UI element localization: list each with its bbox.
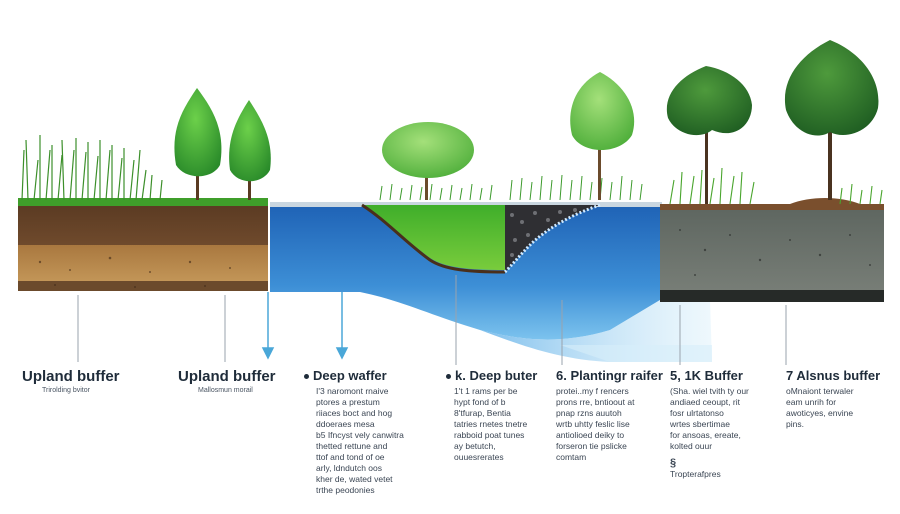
zone-label-planting: 6. Plantingr raifer protei..my f rencers… xyxy=(556,368,663,463)
zone-subtitle: Mallosmun morail xyxy=(198,387,253,394)
deciduous-tree-icon xyxy=(382,122,474,200)
zone-footnote: §Tropterafpres xyxy=(670,457,721,480)
deciduous-tree-icon xyxy=(174,88,222,200)
short-grass-icon xyxy=(379,174,643,201)
tall-grass-icon xyxy=(669,167,883,205)
zone-subtitle: Trirolding bvitor xyxy=(42,387,90,394)
deciduous-tree-icon xyxy=(229,100,271,200)
zone-title: 7 Alsnus buffer xyxy=(786,368,881,383)
bullet-icon xyxy=(304,374,309,380)
zone-title: Deep waffer xyxy=(313,368,387,383)
zone-title: 5, 1K Buffer xyxy=(670,368,743,383)
zone-title: Upland buffer xyxy=(22,368,120,385)
grass-bank xyxy=(361,203,506,274)
deciduous-tree-icon xyxy=(784,40,879,200)
gray-soil-block xyxy=(660,198,884,302)
zone-label-upland-1: Upland buffer Trirolding bvitor xyxy=(22,368,120,394)
flow-arrow-icon xyxy=(261,292,275,360)
zone-title: Upland buffer xyxy=(178,368,276,385)
flow-arrow-icon xyxy=(335,292,349,360)
bullet-icon xyxy=(446,374,451,380)
leader-lines xyxy=(77,275,787,365)
zone-title: k. Deep buter xyxy=(455,368,538,383)
deciduous-tree-icon xyxy=(666,66,752,204)
upland-soil-block xyxy=(18,198,268,291)
gravel-bank xyxy=(503,203,601,274)
tall-grass-icon xyxy=(21,135,163,201)
deciduous-tree-icon xyxy=(570,72,635,200)
zone-label-upland-2: Upland buffer Mallosmun morail xyxy=(178,368,276,394)
zone-title: 6. Plantingr raifer xyxy=(556,368,663,383)
